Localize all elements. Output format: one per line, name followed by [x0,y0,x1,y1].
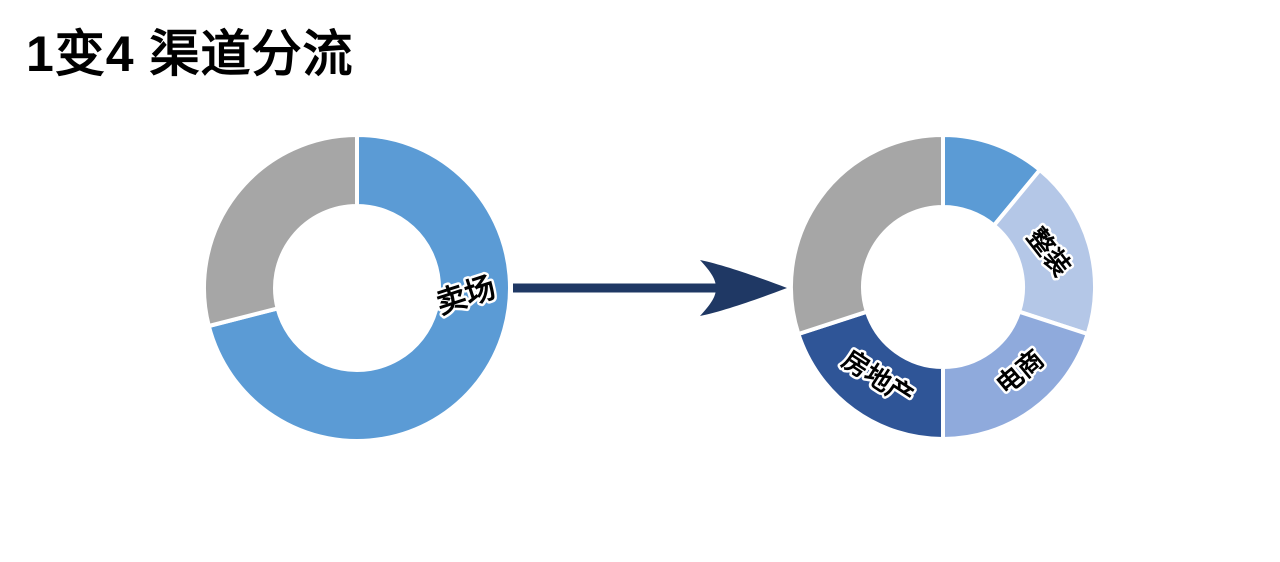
donut-slice-房地产 [796,309,945,441]
donut-slice-卖场 [206,133,512,443]
donut-slice-整装 [992,167,1098,336]
arrow-head-icon [700,260,787,316]
donut-before: 卖场 [202,133,512,443]
arrow-shaft [513,283,718,293]
donut-slice-before-1 [202,133,359,328]
donut-slice-after-4 [788,133,945,336]
page-title: 1变4 渠道分流 [26,26,354,82]
donut-slice-电商 [941,309,1090,441]
flow-arrow [513,260,787,316]
